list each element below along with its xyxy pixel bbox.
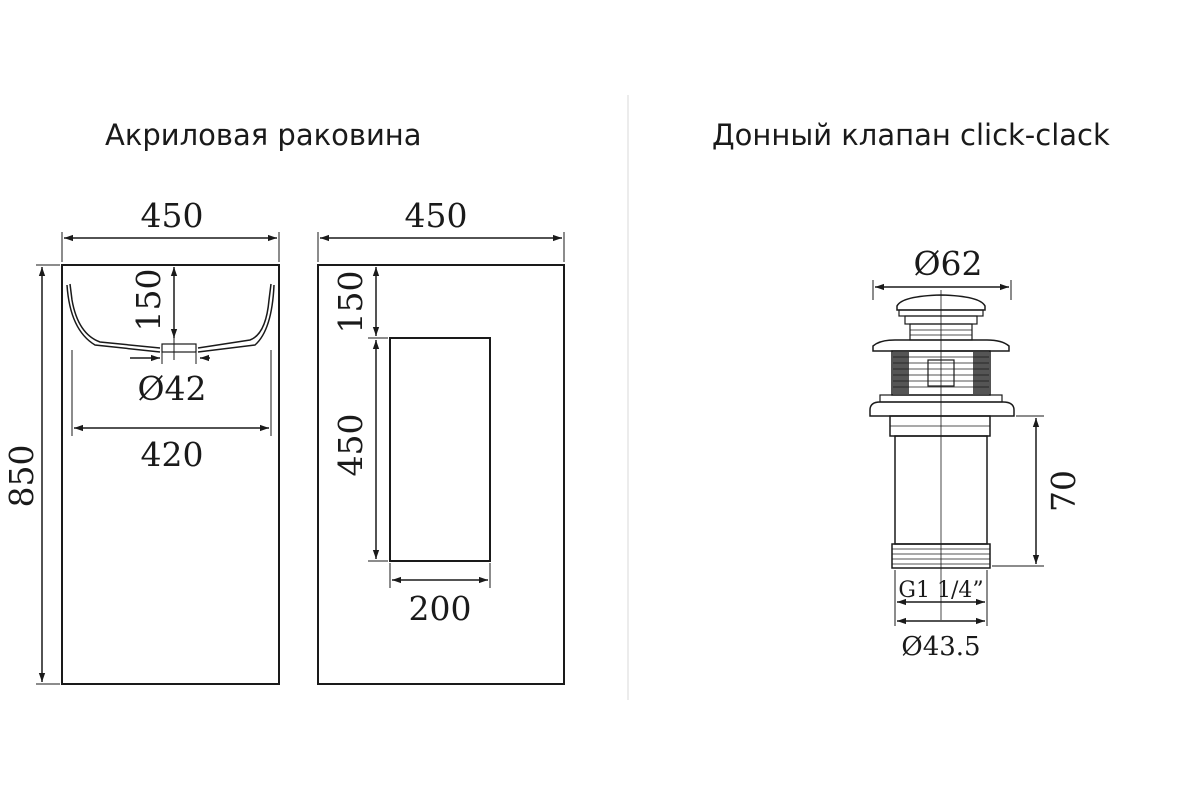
sink-bowl-profile bbox=[66, 284, 275, 353]
valve-thread-diameter-dim: Ø43.5 bbox=[897, 617, 985, 662]
sink-niche-height-dim: 450 bbox=[331, 340, 388, 562]
sink-side-view: 450 150 450 200 bbox=[317, 196, 565, 685]
sink-niche-width-dim: 200 bbox=[389, 563, 491, 628]
sink-side-outline bbox=[317, 264, 565, 685]
valve-title: Донный клапан click-clack bbox=[712, 118, 1110, 152]
sink-front-width-label: 450 bbox=[141, 196, 204, 235]
sink-bowl-depth-label: 150 bbox=[129, 269, 168, 332]
valve-thread-label: G1 1/4” bbox=[898, 578, 983, 603]
valve-cap bbox=[896, 294, 986, 311]
valve-cap-dim: Ø62 bbox=[872, 244, 1012, 300]
valve-upper-flange bbox=[872, 339, 1010, 352]
sink-side-width-label: 450 bbox=[405, 196, 468, 235]
sink-front-width-dim: 450 bbox=[61, 196, 280, 262]
sink-height-dim: 850 bbox=[2, 264, 60, 685]
sink-niche-width-label: 200 bbox=[409, 589, 472, 628]
sink-height-label: 850 bbox=[2, 445, 41, 508]
sink-niche-height-label: 450 bbox=[331, 414, 370, 477]
valve-thread-lower bbox=[891, 543, 991, 569]
sink-drain-diameter-label: Ø42 bbox=[137, 369, 206, 408]
sink-inner-width-label: 420 bbox=[141, 435, 204, 474]
sink-drain-dim: Ø42 bbox=[130, 352, 210, 408]
valve-thread-dim: G1 1/4” bbox=[894, 570, 988, 626]
sink-title: Акриловая раковина bbox=[105, 118, 422, 152]
valve-thread-diameter-label: Ø43.5 bbox=[901, 632, 980, 662]
valve-thread-upper bbox=[891, 350, 991, 396]
sink-bowl-depth-dim: 150 bbox=[129, 267, 178, 360]
sink-inner-width-dim: 420 bbox=[71, 350, 272, 474]
sink-top-offset-label: 150 bbox=[331, 271, 370, 334]
valve-drawing: Ø62 bbox=[869, 244, 1083, 662]
valve-length-dim: 70 bbox=[992, 415, 1083, 567]
section-divider bbox=[627, 95, 629, 700]
sink-front-outline bbox=[61, 264, 280, 685]
sink-top-offset-dim: 150 bbox=[331, 267, 388, 339]
valve-lower-flange bbox=[869, 401, 1015, 417]
valve-cap-diameter-label: Ø62 bbox=[913, 244, 982, 283]
sink-side-width-dim: 450 bbox=[317, 196, 565, 262]
valve-length-label: 70 bbox=[1044, 470, 1083, 512]
sink-front-view: 450 850 150 Ø42 420 bbox=[2, 196, 280, 685]
sink-niche-outline bbox=[389, 337, 491, 562]
